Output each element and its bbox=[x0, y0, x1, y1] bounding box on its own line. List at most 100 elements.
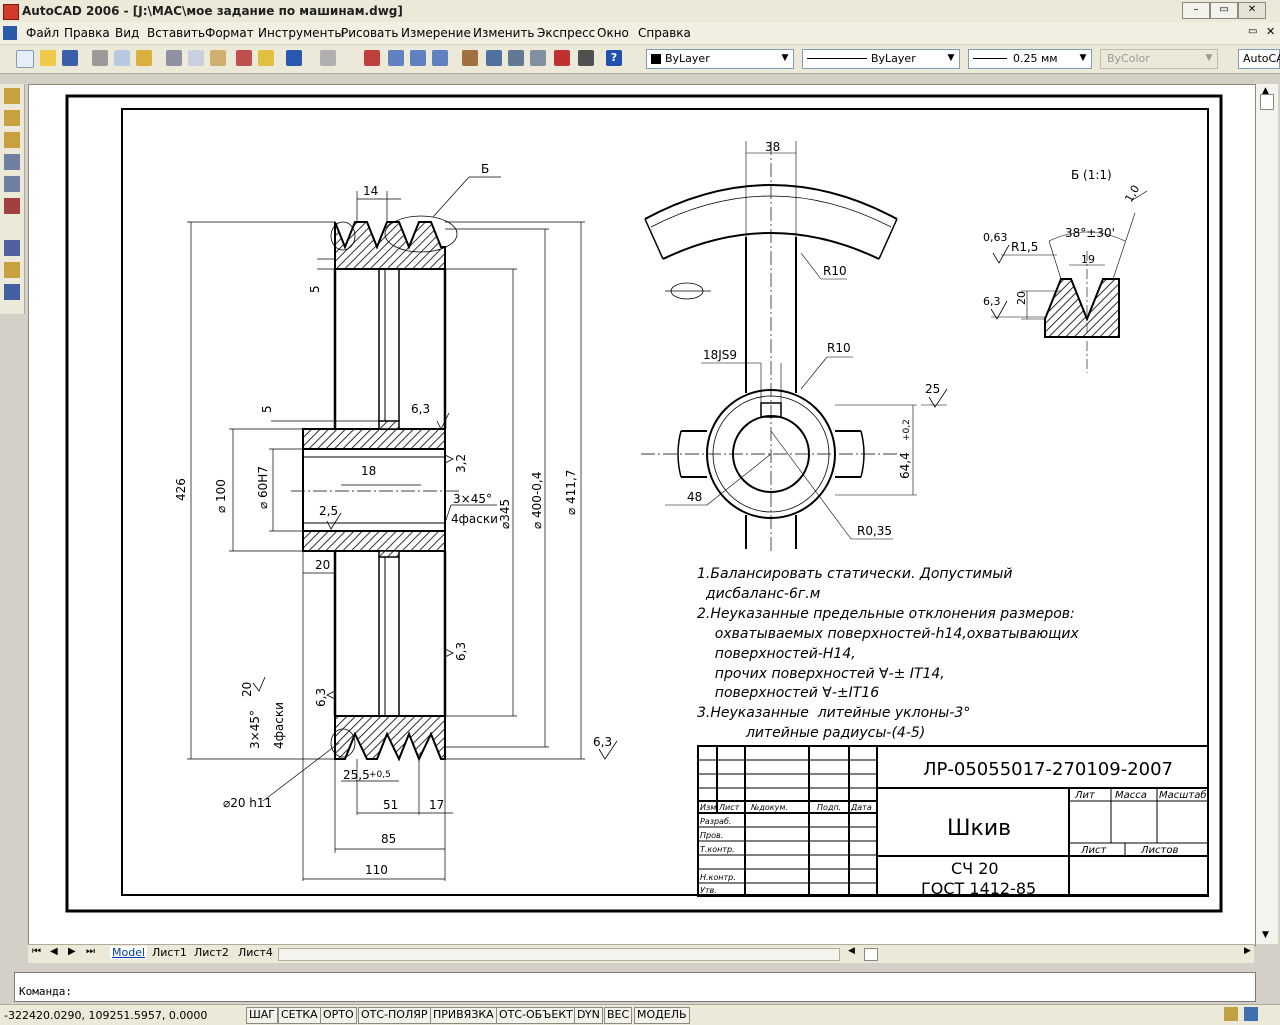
dim-diameter-icon[interactable] bbox=[4, 176, 20, 192]
dim-style-icon[interactable] bbox=[4, 284, 20, 300]
menu-insert[interactable]: Вставить bbox=[147, 26, 206, 40]
lineweight-select[interactable]: 0.25 мм ▼ bbox=[968, 49, 1092, 69]
color-select[interactable]: ByLayer ▼ bbox=[646, 49, 794, 69]
menu-edit[interactable]: Правка bbox=[64, 26, 110, 40]
markup-icon[interactable] bbox=[554, 50, 570, 66]
menu-window[interactable]: Окно bbox=[597, 26, 629, 40]
print-icon[interactable] bbox=[92, 50, 108, 66]
zoom-realtime-icon[interactable] bbox=[388, 50, 404, 66]
command-line[interactable]: Команда: bbox=[14, 972, 1256, 1002]
dim-text-icon[interactable] bbox=[4, 240, 20, 256]
menu-dimension[interactable]: Измерение bbox=[401, 26, 471, 40]
ortho-toggle[interactable]: ОРТО bbox=[320, 1007, 357, 1024]
scroll-left-icon[interactable]: ◀ bbox=[848, 946, 855, 956]
zoom-window-icon[interactable] bbox=[410, 50, 426, 66]
horizontal-scrollbar[interactable] bbox=[278, 948, 840, 961]
calculator-icon[interactable] bbox=[578, 50, 594, 66]
communication-center-icon[interactable] bbox=[1224, 1007, 1238, 1021]
document-icon[interactable] bbox=[3, 26, 17, 40]
properties-icon[interactable] bbox=[462, 50, 478, 66]
vertical-scrollbar[interactable]: ▲ ▼ bbox=[1256, 84, 1278, 944]
model-toggle[interactable]: МОДЕЛЬ bbox=[634, 1007, 690, 1024]
menu-tools[interactable]: Инструменты bbox=[258, 26, 344, 40]
menu-view[interactable]: Вид bbox=[115, 26, 140, 40]
pan-icon[interactable] bbox=[364, 50, 380, 66]
new-icon[interactable] bbox=[16, 50, 34, 68]
material-line-1: СЧ 20 bbox=[951, 859, 999, 878]
dim-25-5: 25,5 bbox=[343, 768, 370, 782]
designcenter-icon[interactable] bbox=[486, 50, 502, 66]
matchprop-icon[interactable] bbox=[236, 50, 252, 66]
undo-icon[interactable] bbox=[286, 50, 302, 66]
note-line: поверхностей ∀-±IT16 bbox=[697, 685, 879, 701]
linetype-select[interactable]: ByLayer ▼ bbox=[802, 49, 960, 69]
tray-settings-icon[interactable] bbox=[1244, 1007, 1258, 1021]
copy-icon[interactable] bbox=[188, 50, 204, 66]
maximize-button[interactable]: ▭ bbox=[1210, 2, 1238, 19]
doc-restore-icon[interactable]: ▭ bbox=[1248, 26, 1258, 37]
scroll-up-icon[interactable]: ▲ bbox=[1262, 86, 1269, 96]
grid-toggle[interactable]: СЕТКА bbox=[278, 1007, 321, 1024]
tab-first-icon[interactable]: ⏮ bbox=[32, 946, 41, 957]
close-button[interactable]: ✕ bbox=[1238, 2, 1266, 19]
menu-express[interactable]: Экспресс bbox=[537, 26, 596, 40]
open-icon[interactable] bbox=[40, 50, 56, 66]
detail-b-view bbox=[990, 190, 1148, 373]
sheetset-icon[interactable] bbox=[530, 50, 546, 66]
chevron-down-icon[interactable]: ▼ bbox=[947, 53, 955, 63]
tab-sheet1[interactable]: Лист1 bbox=[152, 946, 187, 959]
dim-ordinate-icon[interactable] bbox=[4, 132, 20, 148]
workspace-select[interactable]: AutoCA bbox=[1238, 49, 1280, 69]
zoom-previous-icon[interactable] bbox=[432, 50, 448, 66]
menu-file[interactable]: Файл bbox=[26, 26, 60, 40]
tab-model[interactable]: Model bbox=[110, 946, 148, 959]
save-icon[interactable] bbox=[62, 50, 78, 66]
publish-icon[interactable] bbox=[136, 50, 152, 66]
blockeditor-icon[interactable] bbox=[258, 50, 274, 66]
scroll-thumb[interactable] bbox=[1260, 94, 1274, 110]
otrack-toggle[interactable]: ОТС-ОБЪЕКТ bbox=[496, 1007, 576, 1024]
minimize-button[interactable]: – bbox=[1182, 2, 1210, 19]
tab-sheet4[interactable]: Лист4 bbox=[238, 946, 273, 959]
autocad-icon[interactable] bbox=[3, 4, 19, 20]
dim-angular-icon[interactable] bbox=[4, 198, 20, 214]
coordinates-readout[interactable]: -322420.0290, 109251.5957, 0.0000 bbox=[4, 1009, 208, 1022]
layout-tabs: ⏮ ◀ ▶ ⏭ Model Лист1 Лист2 Лист4 ◀ ▶ bbox=[28, 944, 1254, 963]
redo-icon[interactable] bbox=[320, 50, 336, 66]
dim-linear-icon[interactable] bbox=[4, 88, 20, 104]
menu-help[interactable]: Справка bbox=[638, 26, 691, 40]
tab-next-icon[interactable]: ▶ bbox=[68, 946, 76, 957]
snap-toggle[interactable]: ШАГ bbox=[246, 1007, 278, 1024]
drawing-canvas[interactable]: 14 Б 5 5 426 ⌀ 100 ⌀ 60H7 18 2,5 20 ⌀345… bbox=[28, 84, 1256, 946]
tab-sheet2[interactable]: Лист2 bbox=[194, 946, 229, 959]
scroll-right-icon[interactable]: ▶ bbox=[1244, 946, 1251, 956]
dyn-toggle[interactable]: DYN bbox=[574, 1007, 603, 1024]
lwt-toggle[interactable]: ВЕС bbox=[604, 1007, 633, 1024]
menu-draw[interactable]: Рисовать bbox=[341, 26, 399, 40]
tol-0-2: +0,2 bbox=[902, 419, 912, 441]
horizontal-scroll-thumb[interactable] bbox=[864, 948, 878, 961]
preview-icon[interactable] bbox=[114, 50, 130, 66]
note-line: поверхностей-H14, bbox=[697, 646, 856, 662]
cut-icon[interactable] bbox=[166, 50, 182, 66]
polar-toggle[interactable]: ОТС-ПОЛЯР bbox=[358, 1007, 431, 1024]
tab-prev-icon[interactable]: ◀ bbox=[50, 946, 58, 957]
osnap-toggle[interactable]: ПРИВЯЗКА bbox=[430, 1007, 497, 1024]
scroll-down-icon[interactable]: ▼ bbox=[1262, 930, 1269, 940]
menu-format[interactable]: Формат bbox=[205, 26, 254, 40]
stamp-row: Т.контр. bbox=[700, 845, 735, 854]
stamp-lit: Лит bbox=[1074, 790, 1096, 801]
chamfer-3x45-lower: 3×45° bbox=[248, 710, 262, 749]
chevron-down-icon[interactable]: ▼ bbox=[1079, 53, 1087, 63]
doc-close-icon[interactable]: ✕ bbox=[1266, 25, 1276, 38]
tab-last-icon[interactable]: ⏭ bbox=[86, 946, 95, 957]
dim-radius-icon[interactable] bbox=[4, 154, 20, 170]
help-icon[interactable]: ? bbox=[606, 50, 622, 66]
dim-aligned-icon[interactable] bbox=[4, 110, 20, 126]
note-line: 2.Неуказанные предельные отклонения разм… bbox=[697, 606, 1075, 622]
chevron-down-icon[interactable]: ▼ bbox=[781, 53, 789, 63]
paste-icon[interactable] bbox=[210, 50, 226, 66]
toolpalettes-icon[interactable] bbox=[508, 50, 524, 66]
menu-modify[interactable]: Изменить bbox=[473, 26, 535, 40]
dim-edit-icon[interactable] bbox=[4, 262, 20, 278]
